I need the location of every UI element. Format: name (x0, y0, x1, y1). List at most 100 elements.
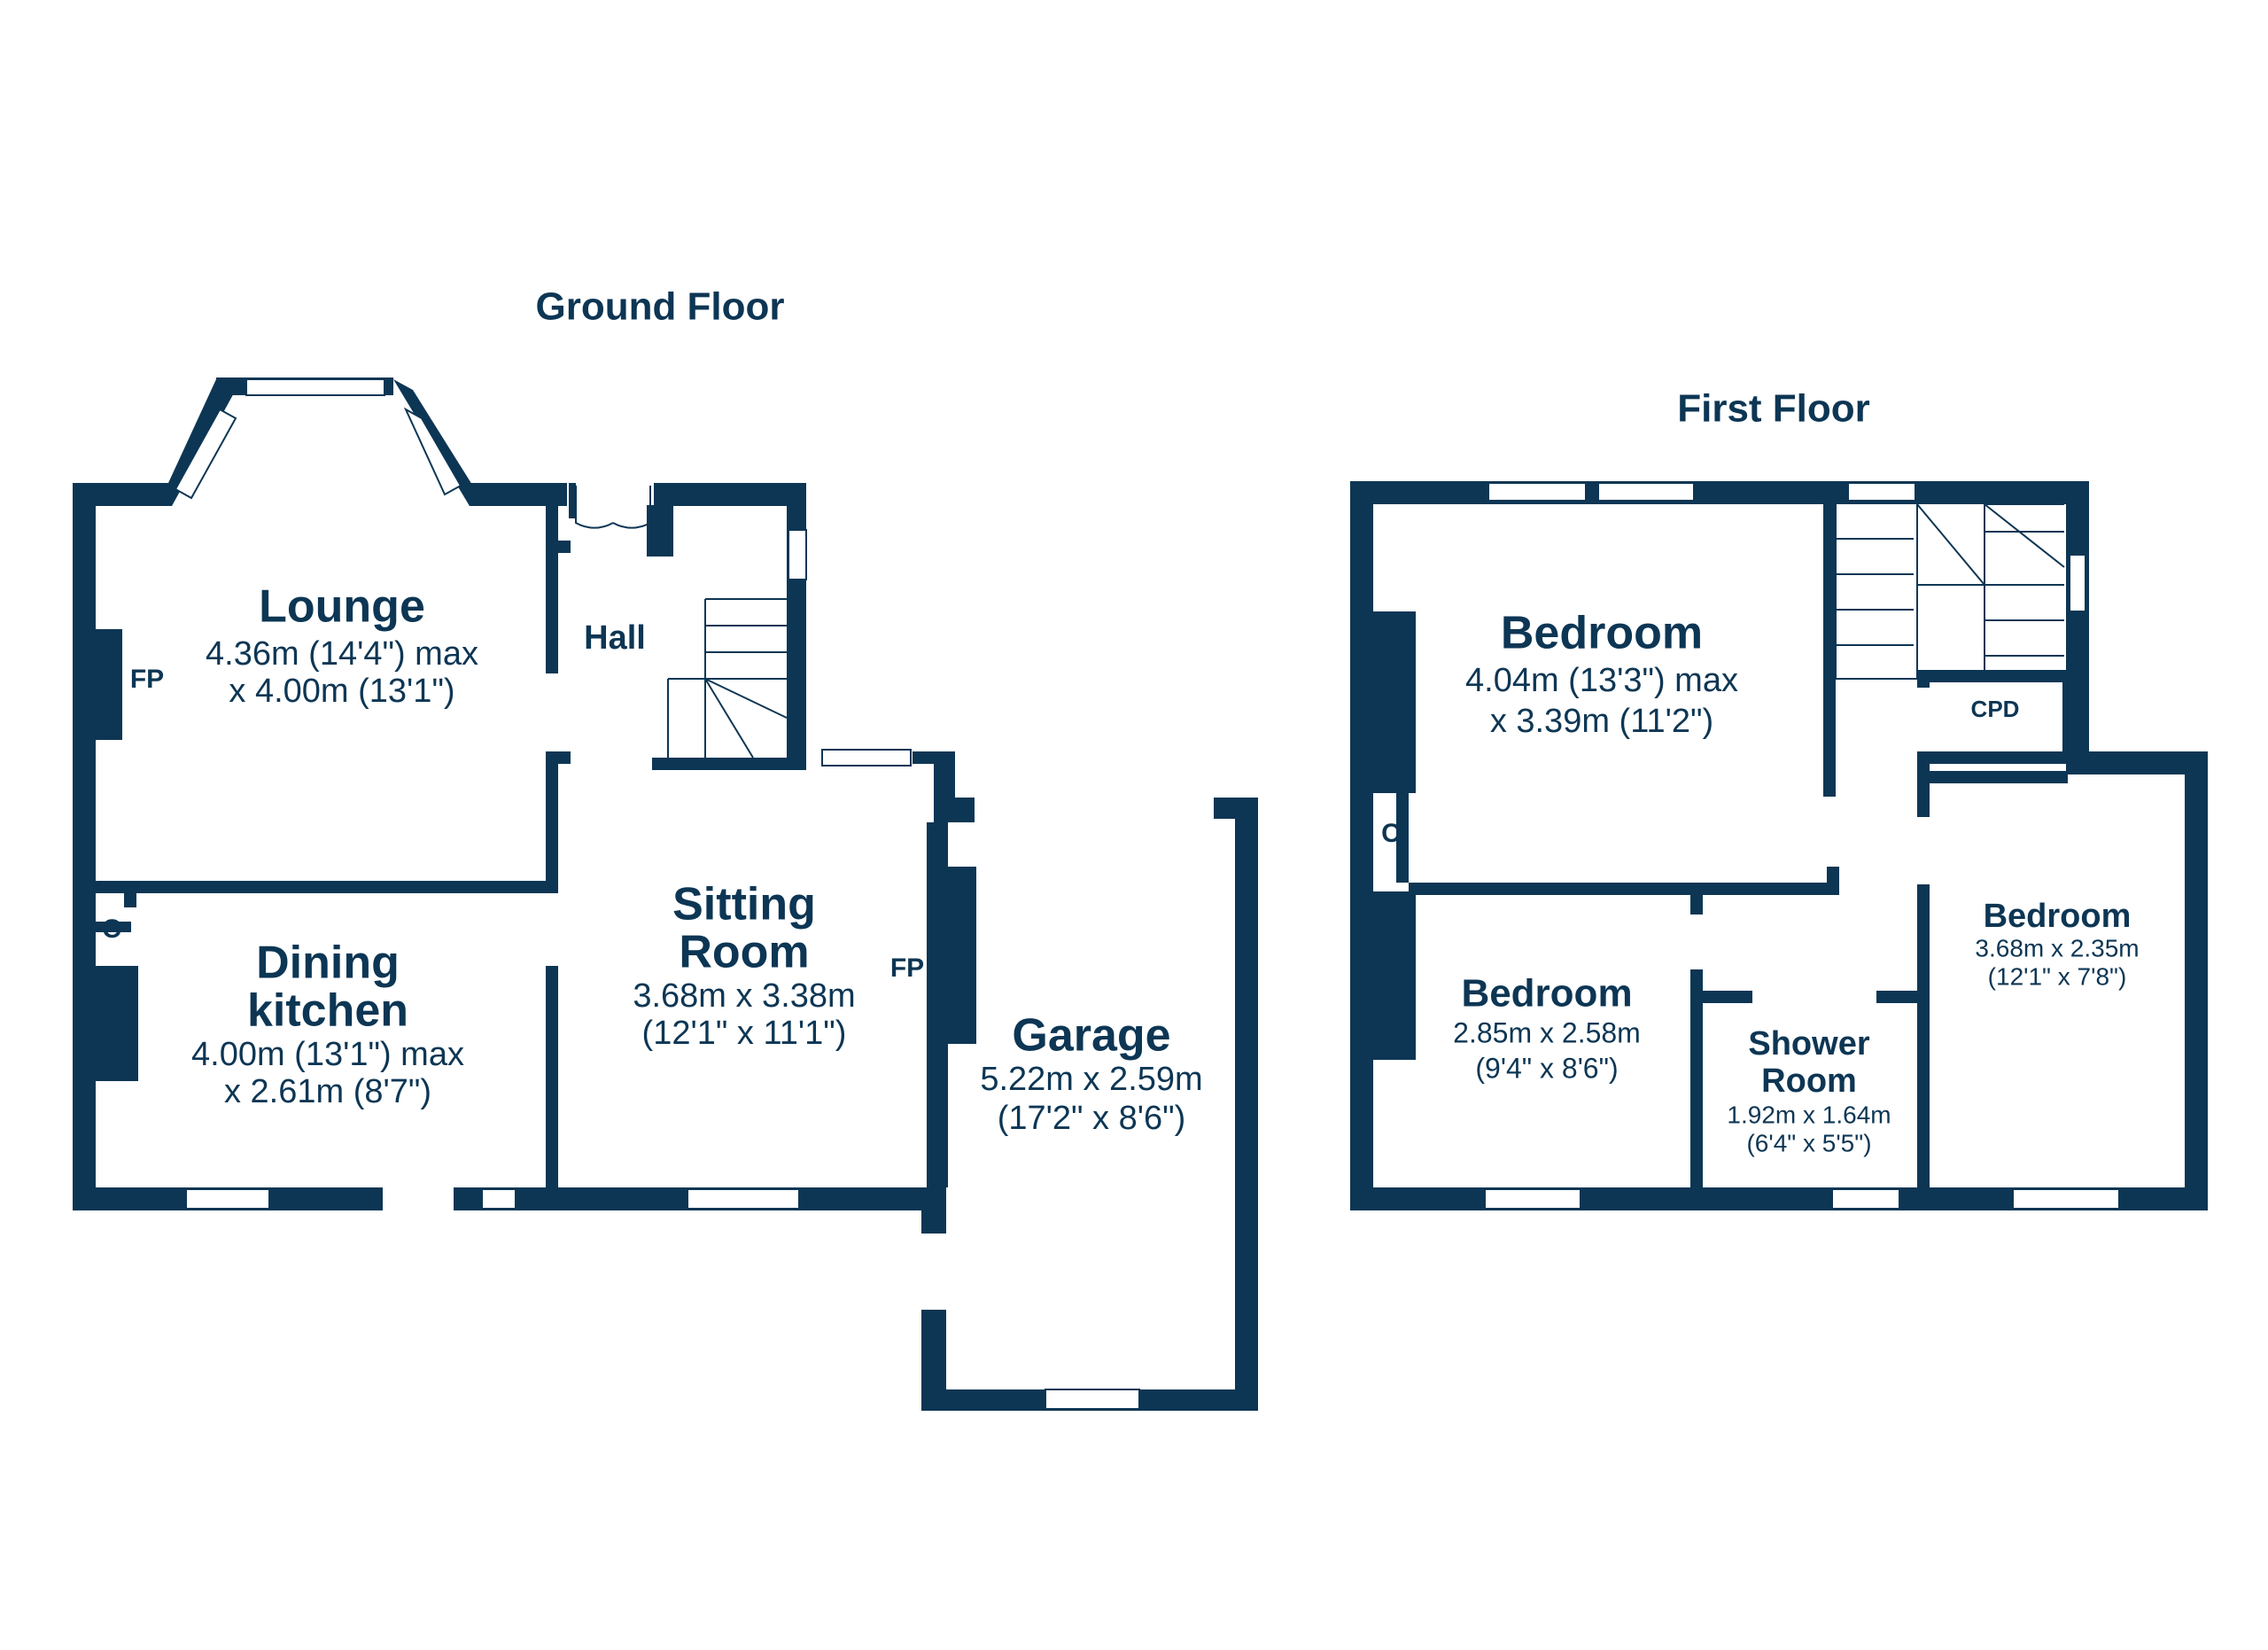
wall-cpd-right (2062, 670, 2077, 762)
stair-lines (1835, 503, 2065, 680)
chimney-lounge (96, 629, 122, 740)
wall-hall-bottom (652, 758, 806, 770)
ground-windows (174, 378, 1140, 1410)
wall-ff-left (1350, 481, 1373, 1210)
wall-lounge-right-upper (546, 483, 558, 673)
chimney-bedroom2 (1373, 891, 1416, 1060)
window-hall (788, 529, 807, 580)
ground-stairs (667, 598, 788, 759)
dining-dim1: 4.00m (13'1") max (191, 1036, 464, 1073)
cpd-label: CPD (1971, 696, 2020, 722)
ground-floor-title: Ground Floor (535, 285, 784, 329)
bedroom1-dim2: x 3.39m (11'2") (1490, 703, 1713, 740)
wall-shower-top-left (1690, 991, 1752, 1003)
wall-hall-stub-2 (546, 541, 571, 553)
bedroom1-dim1: 4.04m (13'3") max (1465, 662, 1738, 699)
window-stairs-top (1847, 482, 1916, 502)
window-garage (1045, 1389, 1140, 1410)
wall-bed2-stub (1690, 891, 1703, 915)
wall-sitting-notch (934, 798, 975, 822)
wall-cpd-bottom-stub (1917, 751, 1930, 776)
window-bed1-a (1487, 482, 1587, 502)
garage-name: Garage (1012, 1010, 1170, 1062)
wall-ff-step (2066, 751, 2208, 774)
wall-cpd-left-stub (1917, 670, 1930, 688)
wall-lounge-right-lower (546, 751, 558, 893)
wall-left (73, 483, 96, 1210)
wall-ff-right (2185, 751, 2208, 1210)
wall-bay-left (158, 379, 236, 506)
wall-top-left (73, 483, 172, 506)
window-sitting-top (821, 749, 912, 767)
window-bed1-b (1597, 482, 1695, 502)
sitting-dim2: (12'1" x 11'1") (642, 1015, 847, 1052)
ground-labels: Lounge 4.36m (14'4") max x 4.00m (13'1")… (102, 581, 1203, 1137)
first-walls (1350, 481, 2208, 1210)
bedroom3-dim2: (12'1" x 7'8") (1988, 962, 2127, 990)
cupboard-wall (96, 922, 131, 932)
dining-c-label: C (102, 915, 121, 944)
wall-garage-right (1235, 798, 1258, 1411)
cupboard-post-ff (1396, 790, 1409, 883)
chimney-bedroom1 (1373, 611, 1416, 793)
bedroom3-dim1: 3.68m x 2.35m (1975, 934, 2139, 961)
ground-walls (73, 377, 1258, 1411)
wall-dining-sitting (546, 966, 558, 1187)
window-bed2 (1484, 1188, 1581, 1210)
wall-bay-right (393, 379, 485, 506)
door-right-leaf (612, 486, 651, 529)
wall-garage-stub (921, 1187, 946, 1234)
wall-hall-top (654, 483, 804, 506)
bedroom1-name: Bedroom (1501, 608, 1703, 659)
wall-cpd-top (1917, 670, 2077, 682)
bedroom-c-label: C (1381, 819, 1401, 848)
chimney-sitting (939, 867, 976, 1044)
window-bay-right (403, 407, 462, 496)
door-left-leaf (575, 486, 614, 529)
first-floor: First Floor (1350, 387, 2208, 1210)
wall-bed1-right (1823, 504, 1836, 797)
bedroom2-dim1: 2.85m x 2.58m (1453, 1016, 1641, 1048)
wall-bed3-top (1917, 771, 2068, 783)
chimney-dining (96, 966, 138, 1081)
window-small (481, 1188, 517, 1210)
shower-name1: Shower (1748, 1025, 1869, 1062)
shower-dim1: 1.92m x 1.64m (1727, 1101, 1891, 1128)
window-bay-left (174, 408, 237, 500)
sitting-fp-label: FP (890, 953, 924, 983)
first-windows (1484, 482, 2120, 1210)
hall-name: Hall (584, 619, 646, 657)
first-floor-title: First Floor (1677, 387, 1870, 431)
garage-dim2: (17'2" x 8'6") (998, 1100, 1186, 1137)
wall-garage-top (1214, 798, 1258, 819)
ground-floor: Ground Floor (73, 285, 1258, 1411)
wall-door-jamb-left (569, 483, 576, 518)
wall-bed2-right (1690, 969, 1703, 1187)
wall-ff-top (1350, 481, 2087, 504)
wall-bed3-left (1917, 884, 1930, 1187)
shower-dim2: (6'4" x 5'5") (1746, 1129, 1871, 1156)
wall-bed1-stub (1827, 867, 1839, 895)
garage-dim1: 5.22m x 2.59m (980, 1061, 1202, 1098)
window-bed3 (2012, 1188, 2120, 1210)
dining-name2: kitchen (247, 985, 408, 1037)
dining-name1: Dining (256, 938, 400, 989)
wall-cpd-bottom (1917, 751, 2077, 764)
wall-hall-stub (546, 751, 571, 764)
sitting-name2: Room (679, 927, 809, 978)
window-dining (185, 1188, 270, 1210)
lounge-fp-label: FP (130, 665, 164, 694)
sitting-name1: Sitting (672, 879, 816, 930)
window-shower (1831, 1188, 1900, 1210)
bedroom3-name: Bedroom (1984, 898, 2132, 935)
wall-bed1-bottom (1409, 883, 1839, 895)
window-bay-front (245, 378, 385, 396)
first-labels: Bedroom 4.04m (13'3") max x 3.39m (11'2"… (1381, 608, 2139, 1157)
lounge-dim1: 4.36m (14'4") max (206, 635, 478, 673)
bedroom2-dim2: (9'4" x 8'6") (1475, 1052, 1618, 1084)
wall-shower-top-right (1876, 991, 1921, 1003)
wall-lounge-dining (96, 881, 556, 893)
ground-fixtures (575, 486, 788, 759)
shower-name2: Room (1761, 1062, 1857, 1100)
